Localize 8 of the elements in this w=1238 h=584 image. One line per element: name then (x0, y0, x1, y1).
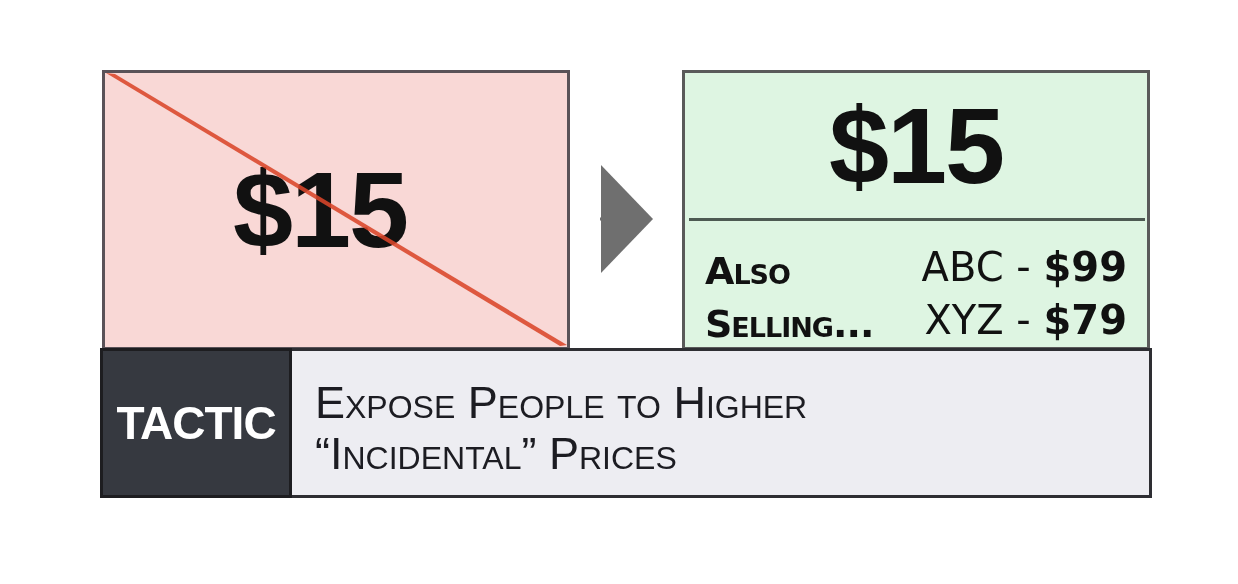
price-text: $15 (828, 92, 1004, 200)
tactic-description: Expose People to Higher “Incidental” Prices (315, 377, 809, 479)
category-tag: TACTIC (100, 348, 292, 498)
tactic-banner (100, 348, 1152, 498)
section-heading: Also Selling... (705, 248, 875, 348)
price-list-item: XYZ - $79 (924, 300, 1127, 340)
price-list-item: ABC - $99 (921, 247, 1127, 287)
price-card (682, 70, 1150, 350)
